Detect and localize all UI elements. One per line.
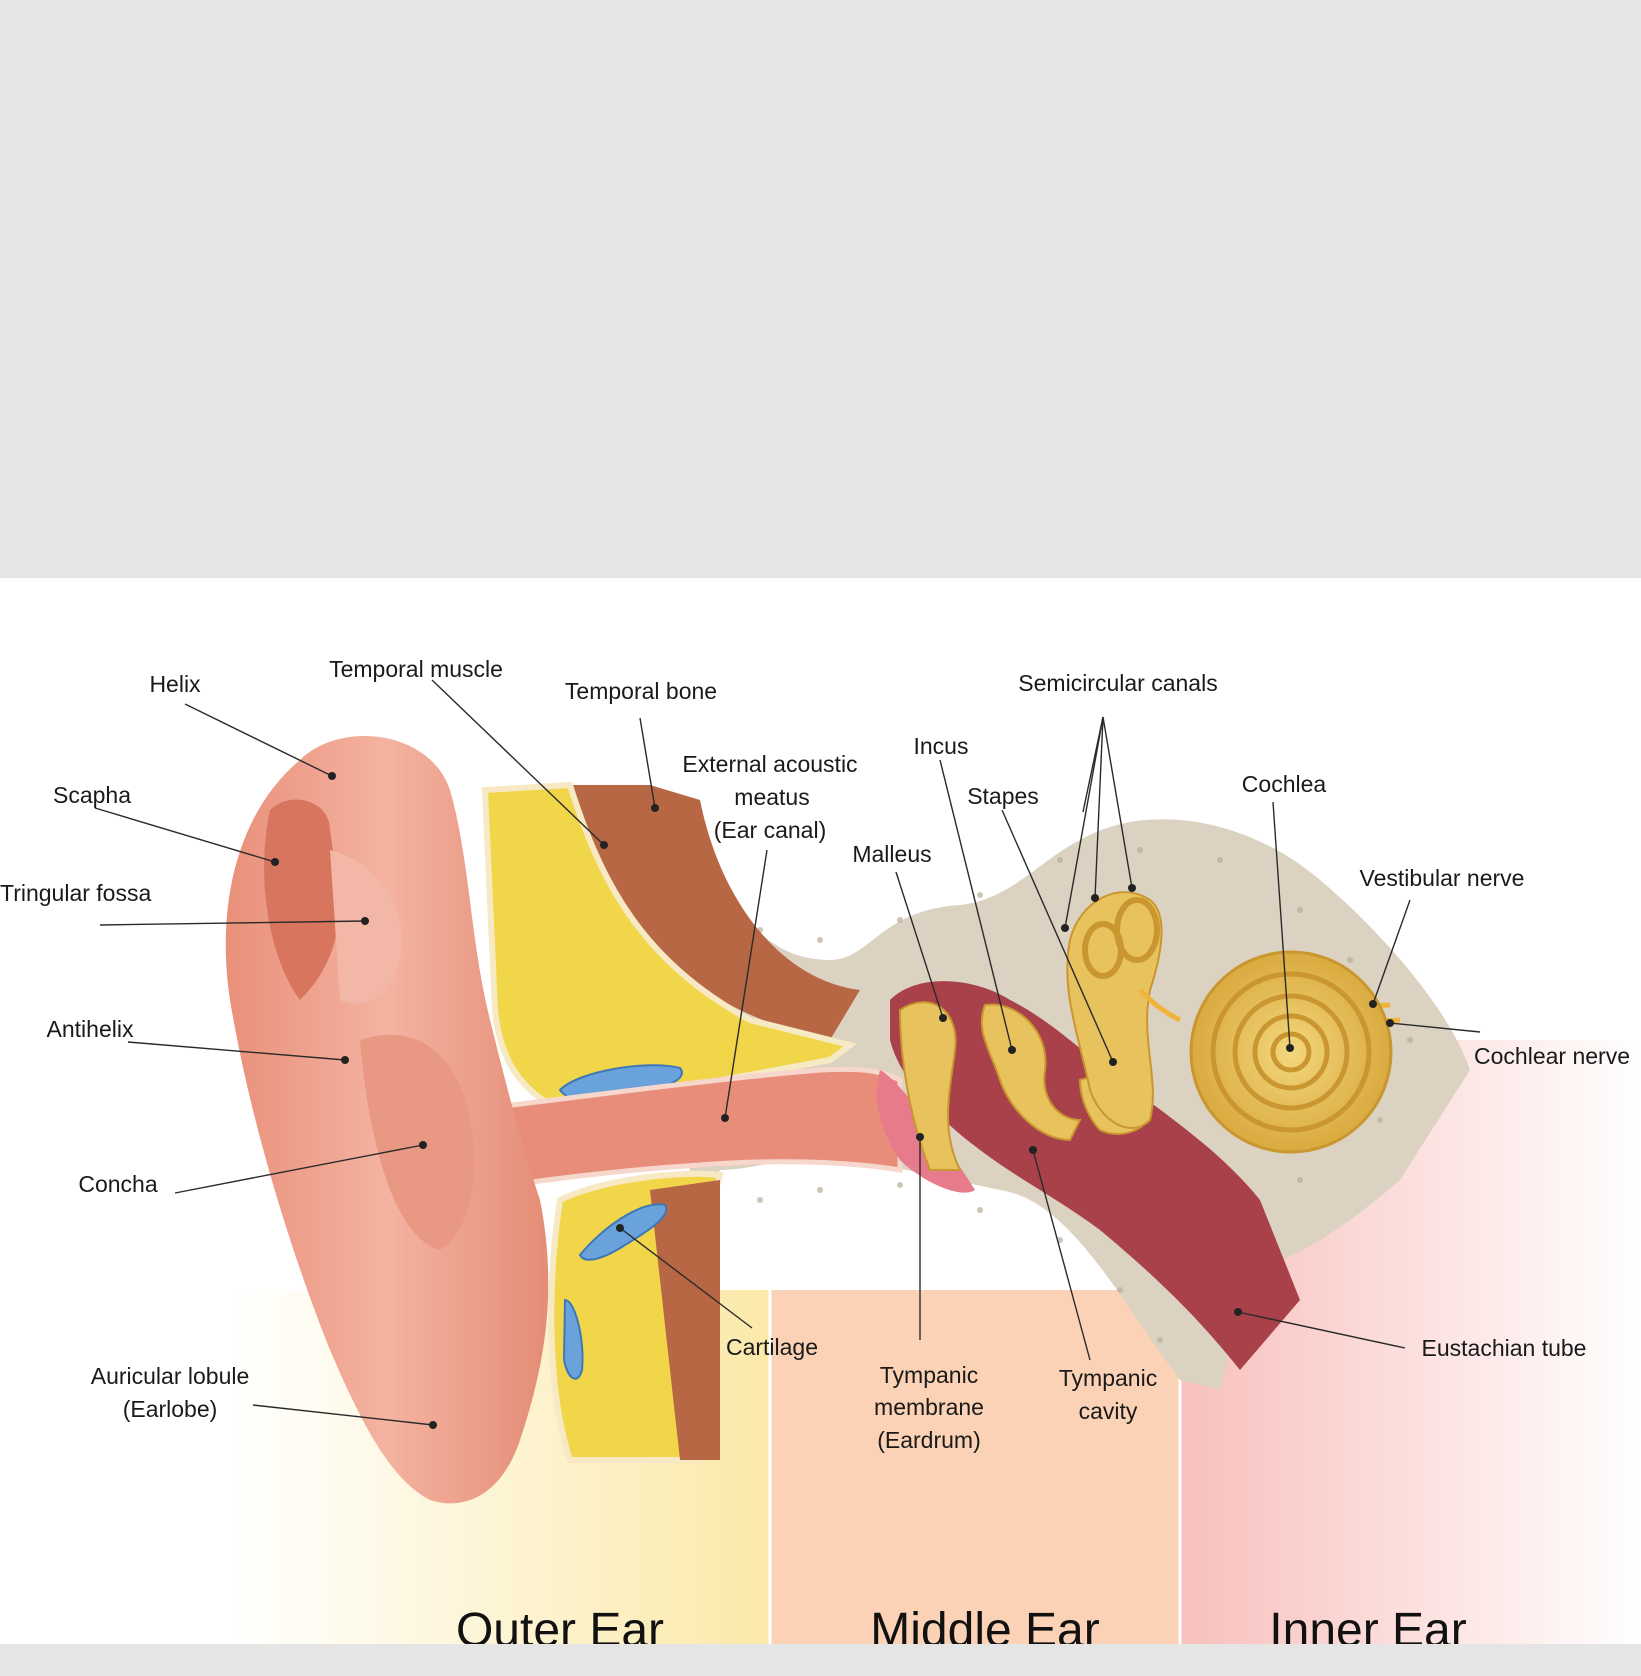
label-scapha: Scapha [53, 782, 131, 808]
leader-antihelix [127, 1041, 346, 1061]
leader-temporal-bone [639, 717, 656, 809]
bottom-band-cover [0, 1644, 1641, 1671]
cartilage-piece-3 [562, 1298, 584, 1380]
label-earlobe-2: (Earlobe) [123, 1396, 218, 1422]
leader-stapes [1001, 809, 1114, 1063]
leader-cochlear-nerve [1389, 1022, 1481, 1033]
leader-malleus [895, 871, 944, 1019]
lower-muscle [650, 1180, 720, 1460]
label-incus: Incus [914, 733, 969, 759]
label-vestibular-nerve: Vestibular nerve [1360, 865, 1525, 891]
label-tympanic-membrane-3: (Eardrum) [877, 1427, 981, 1453]
triangular-fossa-shape [330, 850, 402, 1004]
label-earlobe-1: Auricular lobule [91, 1363, 250, 1389]
label-stapes: Stapes [967, 783, 1039, 809]
label-antihelix: Antihelix [47, 1016, 134, 1042]
scapha-shape [264, 799, 340, 1000]
label-cochlea: Cochlea [1242, 771, 1327, 797]
semicircular-canals-shape [1066, 891, 1163, 1130]
label-triangular-fossa: Tringular fossa [0, 880, 151, 906]
concha-shape [360, 1034, 474, 1250]
leader-temporal-muscle [431, 679, 605, 846]
leader-lines [94, 679, 1481, 1426]
leader-earlobe [252, 1404, 434, 1426]
label-helix: Helix [149, 671, 201, 697]
label-cochlear-nerve: Cochlear nerve [1474, 1043, 1630, 1069]
label-tympanic-membrane-2: membrane [874, 1394, 984, 1420]
label-tympanic-cavity-2: cavity [1079, 1398, 1138, 1424]
leader-dots [271, 772, 1394, 1429]
label-malleus: Malleus [852, 841, 931, 867]
label-concha: Concha [78, 1171, 157, 1197]
cartilage-piece-2 [578, 1203, 668, 1261]
label-tympanic-cavity-1: Tympanic [1059, 1365, 1157, 1391]
tympanic-cavity-shape [890, 981, 1300, 1370]
label-temporal-bone: Temporal bone [565, 678, 717, 704]
middle-ear-zone [770, 1290, 1180, 1644]
leader-scapha [94, 807, 276, 863]
leader-cochlea [1272, 801, 1291, 1049]
cochlea-shape [1189, 950, 1393, 1154]
label-semicircular-canals: Semicircular canals [1018, 670, 1217, 696]
temporal-muscle-shape [570, 785, 860, 1040]
incus-shape [980, 1003, 1082, 1142]
label-eustachian-tube: Eustachian tube [1422, 1335, 1587, 1361]
leader-incus [939, 759, 1013, 1051]
canal-loop-2 [1082, 921, 1124, 979]
ear-canal-shape [467, 1066, 903, 1193]
label-cartilage: Cartilage [726, 1334, 818, 1360]
labels: Helix Temporal muscle Temporal bone Semi… [0, 656, 1630, 1453]
leader-tympanic-cavity [1032, 1149, 1091, 1361]
label-temporal-muscle: Temporal muscle [329, 656, 503, 682]
leader-concha [174, 1144, 424, 1194]
label-ear-canal-1: External acoustic [682, 751, 857, 777]
cochlea-spiral [1210, 971, 1372, 1133]
top-band [0, 0, 1641, 578]
leader-cartilage [619, 1227, 753, 1329]
leader-vestibular-nerve [1372, 899, 1411, 1005]
leader-eustachian-tube [1237, 1311, 1406, 1349]
leader-semicircular-3 [1102, 716, 1133, 889]
leader-semicircular-4 [1064, 716, 1104, 929]
leader-triangular-fossa [99, 920, 366, 926]
leader-semicircular-2 [1094, 716, 1104, 899]
leader-helix [184, 703, 333, 777]
label-ear-canal-3: (Ear canal) [714, 817, 826, 843]
label-tympanic-membrane-1: Tympanic [880, 1362, 978, 1388]
malleus-shape [898, 1001, 962, 1171]
leader-ear-canal [724, 849, 768, 1119]
label-ear-canal-2: meatus [734, 784, 809, 810]
